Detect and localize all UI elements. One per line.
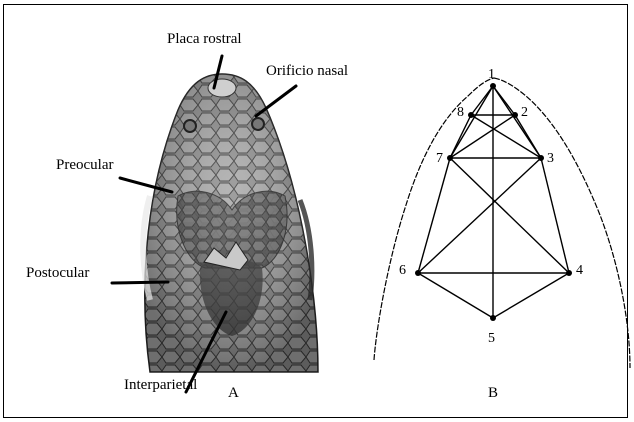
landmark-point-7 (447, 155, 453, 161)
landmark-label-5: 5 (488, 332, 495, 346)
landmark-point-8 (468, 112, 474, 118)
panel-b-caption: B (488, 386, 498, 401)
label-orificio-nasal: Orificio nasal (266, 64, 348, 79)
landmark-label-8: 8 (457, 106, 464, 120)
label-preocular: Preocular (56, 158, 113, 173)
label-postocular: Postocular (26, 266, 89, 281)
landmark-point-5 (490, 315, 496, 321)
landmark-label-6: 6 (399, 264, 406, 278)
landmark-point-1 (490, 83, 496, 89)
head-outline (374, 78, 630, 368)
panel-a-caption: A (228, 386, 239, 401)
landmark-point-3 (538, 155, 544, 161)
label-interparietal: Interparietal (124, 378, 197, 393)
label-placa-rostral: Placa rostral (167, 32, 242, 47)
landmark-label-1: 1 (488, 68, 495, 82)
landmark-point-2 (512, 112, 518, 118)
lizard-head-photo (143, 74, 318, 372)
landmark-label-3: 3 (547, 152, 554, 166)
landmark-label-2: 2 (521, 106, 528, 120)
landmark-label-4: 4 (576, 264, 583, 278)
landmark-network (418, 86, 569, 318)
landmark-point-6 (415, 270, 421, 276)
landmark-label-7: 7 (436, 152, 443, 166)
landmark-point-4 (566, 270, 572, 276)
postocular-pointer (112, 282, 168, 283)
